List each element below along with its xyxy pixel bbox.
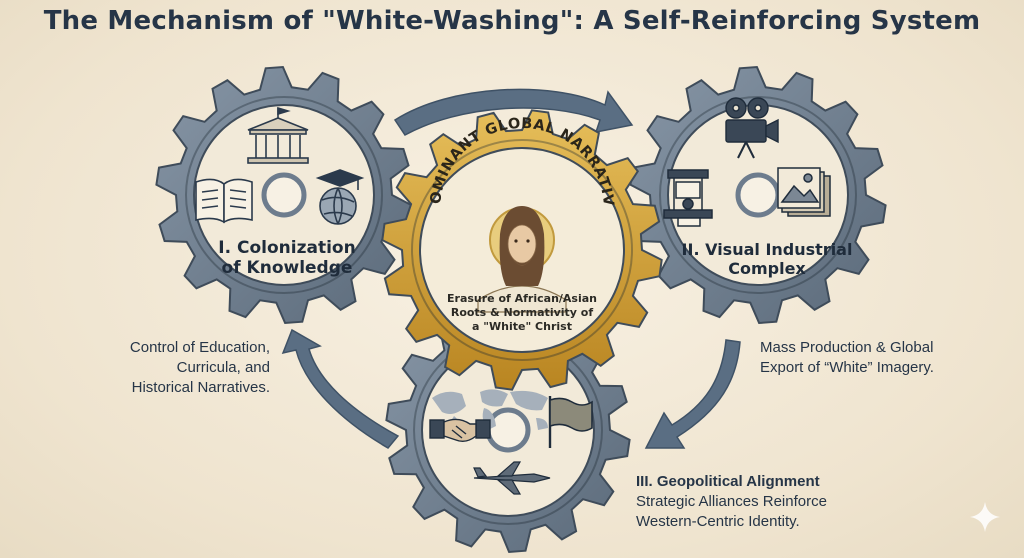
center-caption-line: a "White" Christ <box>472 319 572 333</box>
arrow-right <box>644 339 741 449</box>
gear-2-description-line: Export of “White” Imagery. <box>760 358 934 376</box>
gear-3-description: III. Geopolitical Alignment Strategic Al… <box>636 472 896 531</box>
gear-3-description-line: Strategic Alliances Reinforce <box>636 492 827 510</box>
gear-1 <box>155 65 413 325</box>
flag-icon <box>548 396 593 448</box>
gear-1-description-line: Curricula, and <box>176 358 270 376</box>
page-title: The Mechanism of "White-Washing": A Self… <box>43 6 981 36</box>
gear-1-label-line: of Knowledge <box>221 258 353 279</box>
film-camera-icon <box>725 97 779 159</box>
gear-1-description: Control of Education, Curricula, and His… <box>100 338 270 397</box>
arrow-top <box>393 88 634 136</box>
gear-2-label-line: II. Visual Industrial <box>681 240 853 259</box>
gear-2-description-line: Mass Production & Global <box>760 339 934 356</box>
gear-1-description-line: Control of Education, <box>129 339 270 356</box>
open-book-icon <box>195 178 253 224</box>
gear-2-label: II. Visual Industrial Complex <box>672 240 862 278</box>
gear-3-label: III. Geopolitical Alignment <box>636 473 820 490</box>
gear-1-label-line: I. Colonization <box>218 238 356 258</box>
gear-2-description: Mass Production & Global Export of “Whit… <box>760 338 980 378</box>
gear-3-description-line: Western-Centric Identity. <box>636 512 800 530</box>
gear-2-label-line: Complex <box>728 259 806 279</box>
sparkle-icon <box>970 502 1000 532</box>
gear-2-hub <box>735 172 781 218</box>
gear-1-description-line: Historical Narratives. <box>131 378 270 396</box>
arrow-left <box>281 328 400 449</box>
graduation-globe-icon <box>315 169 365 225</box>
printing-press-icon <box>663 169 713 227</box>
center-caption-line: Erasure of African/Asian <box>447 292 597 305</box>
gear-3-hub <box>485 407 531 453</box>
university-icon <box>247 106 309 164</box>
center-caption: Erasure of African/Asian Roots & Normati… <box>446 292 598 333</box>
photo-stack-icon <box>777 167 831 217</box>
gear-1-hub <box>261 172 307 218</box>
gear-2 <box>629 65 887 325</box>
christ-portrait <box>477 206 567 313</box>
handshake-icon <box>429 418 491 443</box>
fighter-jet-icon <box>473 461 551 495</box>
center-caption-line: Roots & Normativity of <box>450 305 594 319</box>
cycle-arrows <box>281 88 741 449</box>
gear-1-label: I. Colonization of Knowledge <box>202 238 372 279</box>
